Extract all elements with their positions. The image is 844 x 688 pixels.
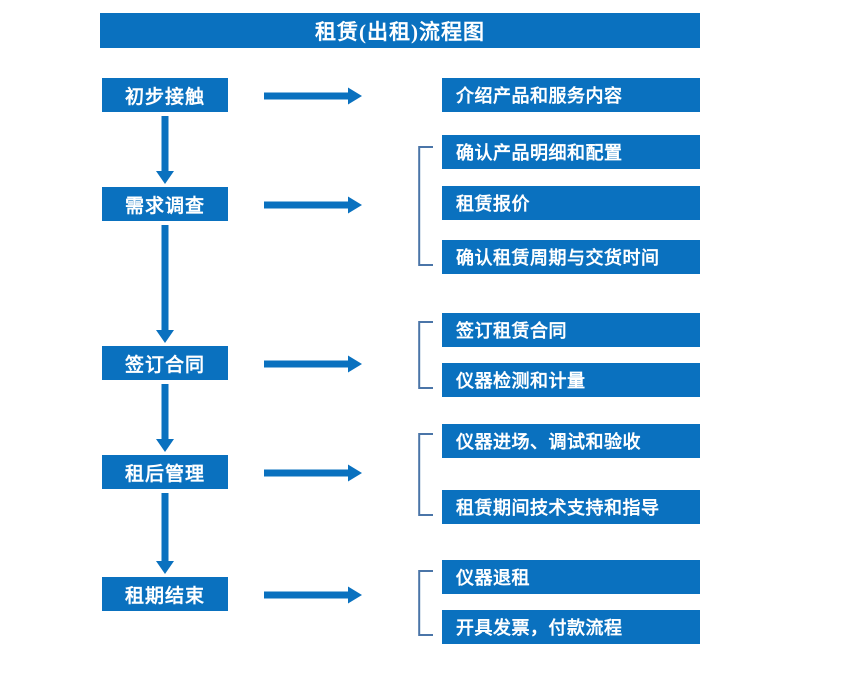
- bracket-group-aftercare: [418, 433, 434, 516]
- detail-box-label: 确认租赁周期与交货时间: [456, 248, 660, 268]
- stage-box-label: 租后管理: [124, 463, 205, 485]
- detail-box-label: 仪器进场、调试和验收: [456, 432, 641, 452]
- stage-box-label: 签订合同: [124, 354, 205, 376]
- arrow-stage-2-to-detail: [264, 196, 362, 214]
- detail-box-label: 开具发票，付款流程: [456, 618, 623, 638]
- arrow-stage-4-to-detail: [264, 464, 362, 482]
- detail-box-label: 确认产品明细和配置: [456, 143, 623, 163]
- detail-box-7[interactable]: 仪器进场、调试和验收: [442, 424, 700, 458]
- detail-box-label: 介绍产品和服务内容: [456, 86, 623, 106]
- arrow-stage-3-to-detail: [264, 355, 362, 373]
- detail-box-9[interactable]: 仪器退租: [442, 560, 700, 594]
- bracket-group-requirement: [418, 146, 434, 266]
- arrow-zuhouguanli-to-zuqijieshu: [155, 493, 175, 574]
- stage-box-label: 租期结束: [124, 585, 205, 607]
- stage-box-3[interactable]: 签订合同: [102, 346, 228, 380]
- stage-box-5[interactable]: 租期结束: [102, 577, 228, 611]
- page-title: 租赁(出租)流程图: [100, 13, 700, 48]
- detail-box-label: 签订租赁合同: [456, 321, 567, 341]
- detail-box-label: 仪器退租: [456, 568, 530, 588]
- stage-box-4[interactable]: 租后管理: [102, 455, 228, 489]
- detail-box-label: 租赁报价: [456, 194, 530, 214]
- stage-box-2[interactable]: 需求调查: [102, 187, 228, 221]
- stage-box-label: 需求调查: [124, 195, 205, 217]
- arrow-xuqiudiaocha-to-qiandinghetong: [155, 225, 175, 343]
- detail-box-2[interactable]: 确认产品明细和配置: [442, 135, 700, 169]
- arrow-qiandinghetong-to-zuhouguanli: [155, 384, 175, 452]
- arrow-stage-1-to-detail: [264, 87, 362, 105]
- detail-box-10[interactable]: 开具发票，付款流程: [442, 610, 700, 644]
- detail-box-6[interactable]: 仪器检测和计量: [442, 363, 700, 397]
- bracket-group-termination: [418, 570, 434, 636]
- arrow-chuburenchu-to-xuqiudiaocha: [155, 116, 175, 184]
- detail-box-label: 租赁期间技术支持和指导: [456, 498, 660, 518]
- detail-box-label: 仪器检测和计量: [456, 371, 586, 391]
- detail-box-1[interactable]: 介绍产品和服务内容: [442, 78, 700, 112]
- bracket-group-contract: [418, 321, 434, 389]
- stage-box-1[interactable]: 初步接触: [102, 78, 228, 112]
- detail-box-3[interactable]: 租赁报价: [442, 186, 700, 220]
- stage-box-label: 初步接触: [124, 86, 205, 108]
- detail-box-5[interactable]: 签订租赁合同: [442, 313, 700, 347]
- detail-box-8[interactable]: 租赁期间技术支持和指导: [442, 490, 700, 524]
- detail-box-4[interactable]: 确认租赁周期与交货时间: [442, 240, 700, 274]
- arrow-stage-5-to-detail: [264, 586, 362, 604]
